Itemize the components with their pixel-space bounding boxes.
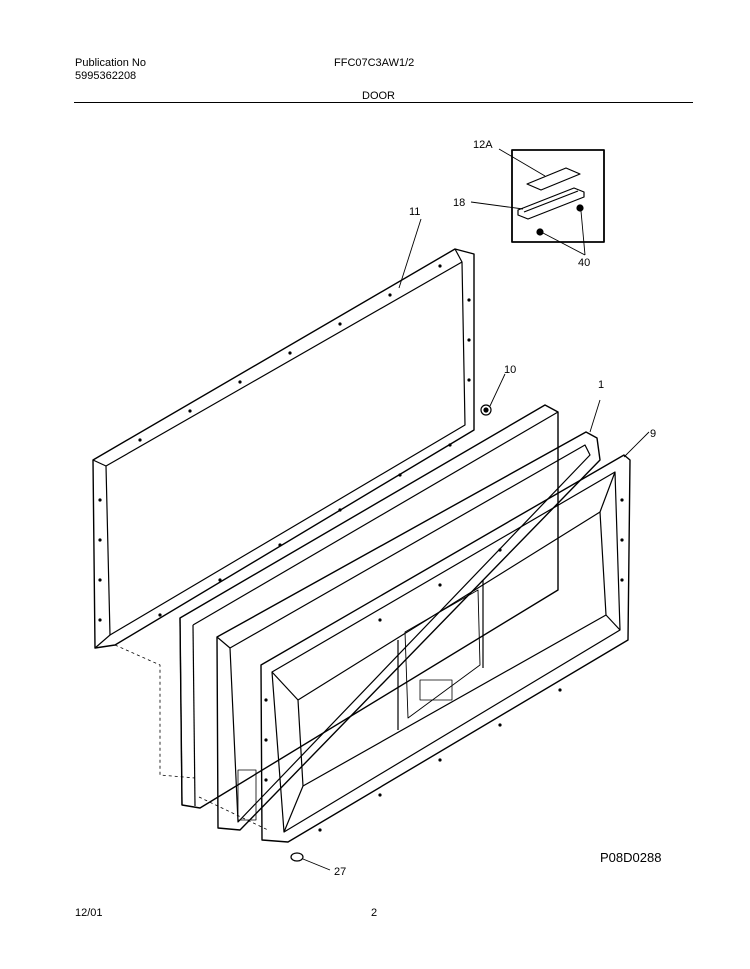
callout-12a: 12A (473, 139, 493, 151)
handle-detail-inset (470, 148, 605, 256)
callout-9: 9 (650, 428, 656, 440)
rivet-dots (98, 264, 624, 832)
inner-panel (179, 404, 559, 809)
callout-27: 27 (334, 866, 346, 878)
plug-27 (290, 852, 331, 871)
footer-date: 12/01 (75, 907, 103, 919)
gasket-panel-11 (92, 218, 475, 649)
model-number: FFC07C3AW1/2 (334, 57, 415, 69)
callout-11: 11 (409, 206, 420, 218)
door-liner-9 (260, 431, 650, 843)
screw-10 (480, 373, 506, 416)
callout-18: 18 (453, 197, 465, 209)
publication-label: Publication No (75, 57, 146, 69)
callout-10: 10 (504, 364, 516, 376)
header-rule (74, 102, 693, 103)
section-title: DOOR (362, 90, 395, 102)
page-number: 2 (371, 907, 378, 919)
publication-number: 5995362208 (75, 70, 137, 82)
diagram-code: P08D0288 (600, 850, 662, 865)
callout-1: 1 (598, 379, 604, 391)
door-frame-1 (216, 399, 601, 831)
callout-40: 40 (578, 257, 590, 269)
